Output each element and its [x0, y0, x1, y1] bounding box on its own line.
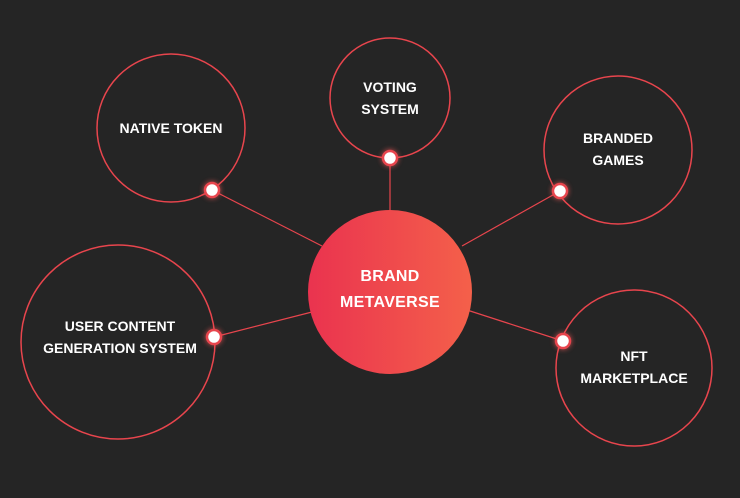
connector-dot-voting-system: [381, 149, 399, 167]
nft-marketplace-text-line1: NFT: [620, 347, 648, 364]
user-content-text-line1: USER CONTENT: [64, 317, 176, 334]
connector-dot-native-token: [203, 181, 221, 199]
center-text-line2: METAVERSE: [340, 294, 440, 311]
node-native-token-label: NATIVE TOKEN: [96, 113, 246, 143]
connector-dot-nft-marketplace: [554, 332, 572, 350]
nft-marketplace-text-line2: MARKETPLACE: [580, 370, 688, 386]
user-content-text-line2: GENERATION SYSTEM: [43, 340, 197, 356]
branded-games-text-line2: GAMES: [592, 152, 644, 168]
voting-system-text-line2: SYSTEM: [361, 101, 419, 117]
node-nft-marketplace-label: NFT MARKETPLACE: [569, 342, 699, 392]
native-token-text: NATIVE TOKEN: [119, 119, 223, 136]
connector-dot-user-content: [205, 328, 223, 346]
center-label: BRAND METAVERSE: [320, 262, 460, 318]
node-branded-games-circle: [543, 75, 693, 225]
branded-games-text-line1: BRANDED: [583, 129, 653, 146]
voting-system-text-line1: VOTING: [363, 78, 417, 95]
connector-nft-marketplace: [466, 309, 564, 342]
center-text-line1: BRAND: [360, 268, 420, 286]
node-voting-system-label: VOTING SYSTEM: [330, 73, 450, 123]
connector-native-token: [211, 189, 323, 247]
node-branded-games-label: BRANDED GAMES: [553, 124, 683, 174]
node-nft-marketplace-circle: [555, 289, 713, 447]
node-native-token-circle: [96, 53, 246, 203]
connector-user-content: [213, 311, 313, 338]
node-user-content-label: USER CONTENT GENERATION SYSTEM: [40, 312, 200, 362]
center-circle: [308, 210, 472, 374]
connector-branded-games: [461, 190, 561, 247]
connector-dot-branded-games: [551, 182, 569, 200]
